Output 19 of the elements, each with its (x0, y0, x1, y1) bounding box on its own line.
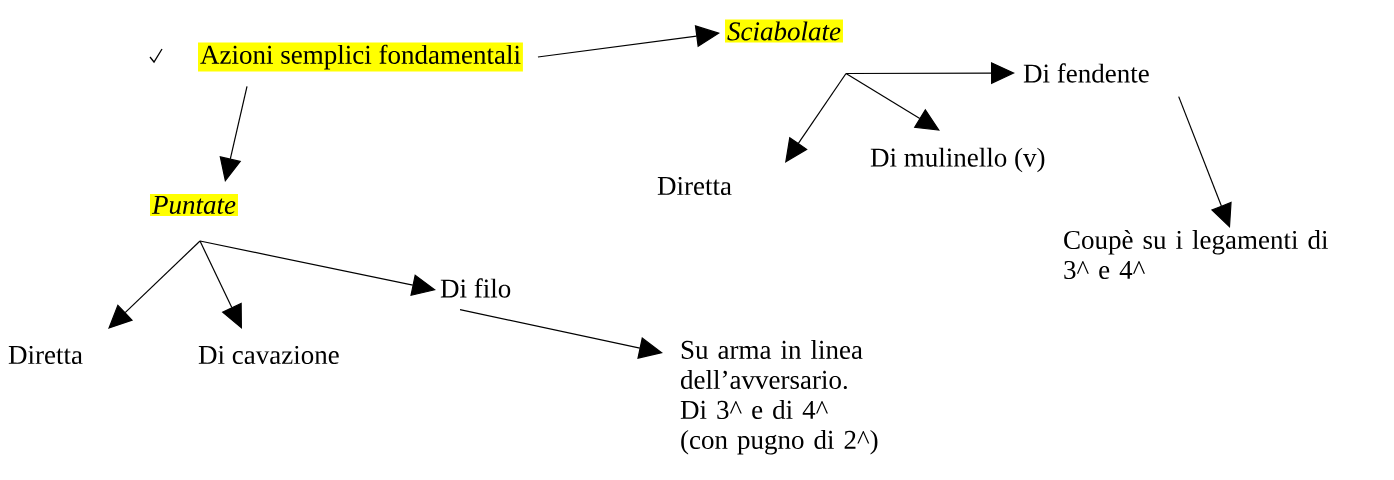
label-text: Diretta (657, 176, 732, 196)
arrow (785, 72, 847, 163)
arrow (459, 309, 663, 359)
label-text: Coupè su i legamenti di 3^ e 4^ (1064, 230, 1328, 280)
arrow (537, 25, 720, 58)
arrow (1178, 96, 1232, 228)
label-text: Di cavazione (198, 345, 339, 365)
arrow (219, 85, 248, 182)
label-text: Diretta (8, 345, 83, 365)
highlighted-heading: Sciabolate (725, 19, 843, 43)
arrow (845, 72, 940, 131)
label-text: Su arma in linea dell’avversario. Di 3^ e di 4^ (con pugno di 2^) (680, 340, 878, 455)
label-text: Di fendente (1023, 63, 1149, 83)
highlighted-heading: Azioni semplici fondamentali (198, 42, 523, 72)
label-text: Di filo (440, 278, 511, 298)
label-text: Di mulinello (v) (870, 147, 1045, 173)
arrow (108, 240, 201, 329)
arrow (199, 240, 242, 329)
highlighted-heading: Puntate (150, 194, 238, 216)
